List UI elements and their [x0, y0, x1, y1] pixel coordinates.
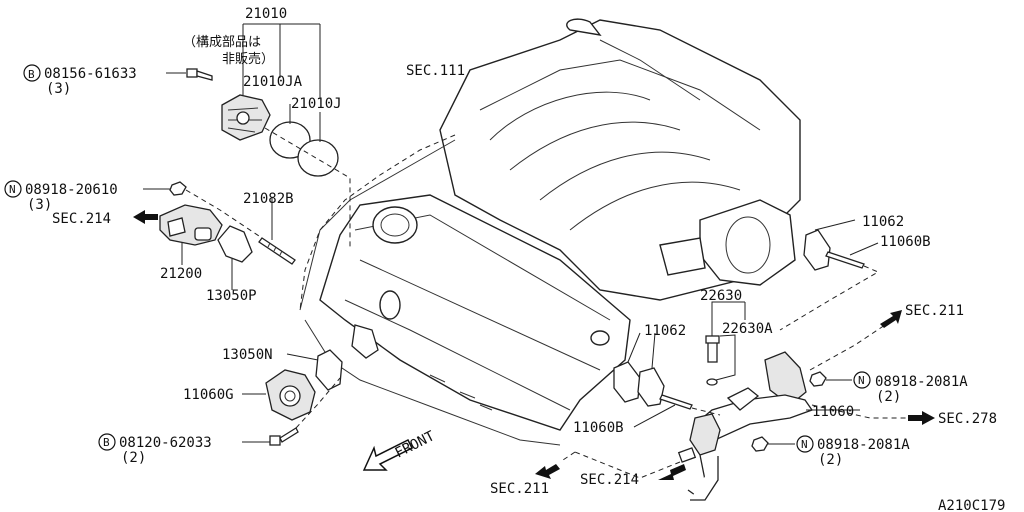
nut-08918-2081A-upper: [809, 371, 827, 387]
gasket-11062-mid: [613, 361, 641, 403]
label-nut3: 08918-2081A: [817, 437, 910, 453]
label-22630A: 22630A: [722, 321, 773, 337]
label-nut1: 08918-20610: [25, 182, 118, 198]
label-bolt1-qty: (3): [46, 81, 71, 97]
water-pump-assembly: [221, 94, 271, 141]
arrow-sec214-left: [133, 210, 158, 224]
bolt-08120-62033: [269, 427, 299, 446]
outlet-11060G: [265, 369, 316, 421]
label-11062-right: 11062: [862, 214, 904, 230]
stud-21082B: [258, 237, 296, 265]
label-nut3-qty: (2): [818, 452, 843, 468]
label-nut1-prefix: N: [9, 183, 16, 196]
label-21010: 21010: [245, 6, 287, 22]
diagram-id: A210C179: [938, 498, 1005, 512]
gasket-11062-right: [803, 229, 831, 271]
label-21082B: 21082B: [243, 191, 294, 207]
label-22630: 22630: [700, 288, 742, 304]
label-21010JA: 21010JA: [243, 74, 303, 90]
label-sec211-right: SEC.211: [905, 303, 964, 319]
label-bolt2-prefix: B: [103, 436, 110, 449]
label-note-line1: （構成部品は: [183, 35, 261, 50]
engine-assembly-drawing: [299, 18, 801, 446]
section-arrows: [133, 210, 935, 480]
gasket-13050N-left: [351, 324, 379, 359]
gasket-13050P: [217, 225, 253, 263]
label-13050P: 13050P: [206, 288, 257, 304]
sensor-22630: [705, 335, 720, 386]
nut-08918-2081A-lower: [751, 436, 769, 452]
arrow-sec278: [908, 411, 935, 425]
label-11060: 11060: [812, 404, 854, 420]
label-21200: 21200: [160, 266, 202, 282]
front-arrow-icon: [362, 438, 414, 471]
label-nut1-qty: (3): [27, 197, 52, 213]
label-sec214-bottom: SEC.214: [580, 472, 639, 488]
thermostat-housing-21200: [159, 204, 223, 246]
circled-prefixes: [4, 64, 871, 453]
label-11060G: 11060G: [183, 387, 234, 403]
label-nut2-qty: (2): [876, 389, 901, 405]
label-11062-mid: 11062: [644, 323, 686, 339]
label-front: FRONT: [393, 428, 438, 462]
leader-lines: [143, 23, 908, 479]
label-bolt2-qty: (2): [121, 450, 146, 466]
nut-08918-20610: [169, 181, 187, 196]
arrow-sec214-bottom: [658, 464, 686, 480]
bolt-08156-61633: [186, 68, 213, 81]
label-bolt2: 08120-62033: [119, 435, 212, 451]
label-11060B-right: 11060B: [880, 234, 931, 250]
label-note-line2: 非販売）: [222, 51, 274, 67]
label-nut2: 08918-2081A: [875, 374, 968, 390]
label-sec214-left: SEC.214: [52, 211, 111, 227]
label-bolt1: 08156-61633: [44, 66, 137, 82]
label-11060B-mid: 11060B: [573, 420, 624, 436]
gasket-11062-mid2: [637, 367, 665, 407]
label-sec278: SEC.278: [938, 411, 997, 427]
label-sec111: SEC.111: [406, 63, 465, 79]
gasket-21010J: [297, 139, 339, 177]
stud-11060B-mid: [659, 394, 693, 410]
label-21010J: 21010J: [291, 96, 342, 112]
arrow-sec211-bottom: [535, 464, 560, 479]
label-nut2-prefix: N: [858, 374, 865, 387]
arrow-sec211-right: [880, 310, 902, 328]
water-pipe-11060: [677, 351, 814, 501]
label-nut3-prefix: N: [801, 438, 808, 451]
gasket-13050N: [315, 349, 343, 391]
label-bolt1-prefix: B: [28, 68, 35, 81]
label-13050N: 13050N: [222, 347, 273, 363]
label-sec211-bottom: SEC.211: [490, 481, 549, 497]
stud-11060B-right: [825, 251, 865, 269]
